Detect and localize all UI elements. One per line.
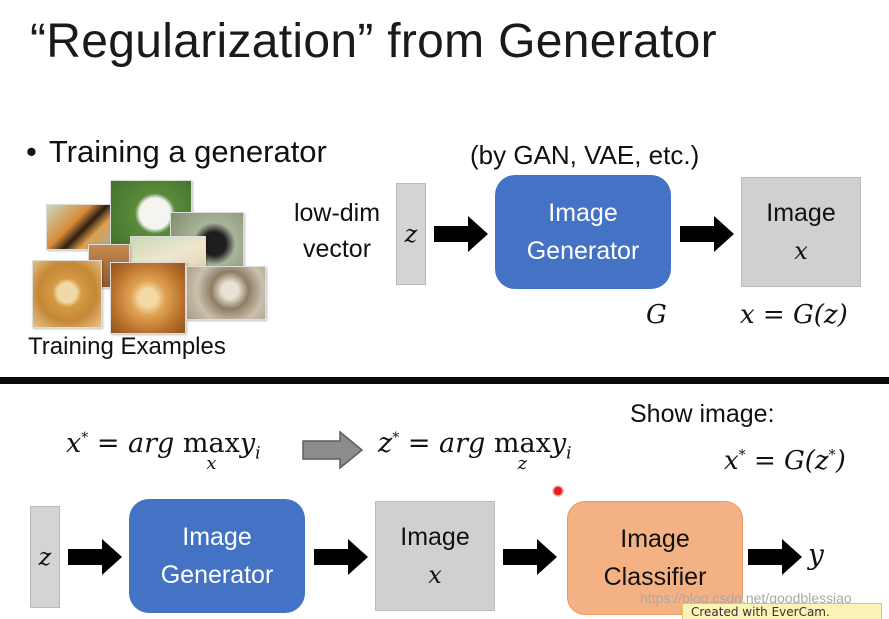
arrow-right-icon xyxy=(680,216,734,252)
arrow-right-icon xyxy=(314,539,368,575)
z-variable: z xyxy=(38,543,52,571)
low-dim-vector-label: low-dim vector xyxy=(282,195,392,267)
show-eq-star: * xyxy=(738,447,746,464)
eq-right-sub: z xyxy=(517,453,528,474)
image-classifier: Image Classifier xyxy=(567,501,743,615)
bullet-dot: • xyxy=(26,134,37,169)
eq-left-max-group: max x xyxy=(183,428,240,474)
show-eq-close: ) xyxy=(835,446,846,476)
latent-vector-z-top: z xyxy=(396,183,426,285)
generator-label-line2: Generator xyxy=(160,561,274,589)
image-variable-x: x xyxy=(428,561,442,589)
latent-vector-z-bottom: z xyxy=(30,506,60,608)
output-variable-y: y xyxy=(808,538,824,571)
image-label: Image xyxy=(766,199,836,227)
argmax-x-equation: x* = arg max x yi xyxy=(66,428,261,474)
arrow-right-icon xyxy=(503,539,557,575)
slide-title: “Regularization” from Generator xyxy=(30,15,717,68)
eq-left-sub: x xyxy=(206,453,217,474)
cat-photo xyxy=(110,262,186,334)
eq-right-max-group: max z xyxy=(494,428,551,474)
arrow-right-icon xyxy=(434,216,488,252)
image-generator-top: Image Generator xyxy=(495,175,671,289)
section-divider xyxy=(0,377,889,384)
wolf-photo xyxy=(186,266,266,320)
eq-right-i: i xyxy=(566,443,572,464)
z-variable: z xyxy=(404,220,418,248)
shiba-photo xyxy=(32,260,102,328)
training-examples-collage xyxy=(30,178,270,336)
generated-image-top: Image x xyxy=(741,177,861,287)
show-image-label: Show image: xyxy=(630,400,775,428)
eq-left-star: * xyxy=(81,430,89,446)
image-label: Image xyxy=(400,523,470,551)
low-dim-line1: low-dim xyxy=(293,199,381,227)
eq-right-star: * xyxy=(392,430,400,446)
eq-left-y: y xyxy=(239,428,256,459)
tiger-photo xyxy=(46,204,114,250)
gray-arrow-icon xyxy=(302,430,364,470)
image-variable-x: x xyxy=(794,237,808,265)
low-dim-line2: vector xyxy=(302,235,372,263)
eq-right-y: y xyxy=(550,428,567,459)
classifier-label-line1: Image xyxy=(620,525,690,553)
generator-equation: x = G(z) xyxy=(740,300,848,330)
url-watermark: https://blog.csdn.net/goodblessjao xyxy=(640,590,852,606)
eq-right-lhs: z xyxy=(378,428,393,459)
arrow-right-icon xyxy=(748,539,802,575)
eq-left-i: i xyxy=(255,443,261,464)
generator-label-line1: Image xyxy=(182,523,252,551)
eq-left-max: max xyxy=(182,428,240,459)
evercam-watermark: Created with EverCam. xyxy=(682,603,882,619)
generated-image-bottom: Image x xyxy=(375,501,495,611)
generator-symbol-g: G xyxy=(646,300,667,330)
image-generator-bottom: Image Generator xyxy=(129,499,305,613)
cursor-dot xyxy=(552,485,564,497)
show-eq-rhs: = G(z xyxy=(753,446,829,476)
eq-right-max: max xyxy=(493,428,551,459)
generator-label-line1: Image xyxy=(548,199,618,227)
eq-right-rhs: = arg xyxy=(407,428,486,459)
show-image-equation: x* = G(z*) xyxy=(724,446,846,476)
training-examples-label: Training Examples xyxy=(28,333,226,360)
bullet-text: Training a generator xyxy=(48,134,327,169)
arrow-right-icon xyxy=(68,539,122,575)
method-note: (by GAN, VAE, etc.) xyxy=(470,140,700,170)
generator-label-line2: Generator xyxy=(526,237,640,265)
argmax-z-equation: z* = arg max z yi xyxy=(378,428,572,474)
show-eq-lhs: x xyxy=(724,446,739,476)
show-eq-star2: * xyxy=(828,447,836,464)
bullet-training-generator: • Training a generator xyxy=(26,134,327,170)
classifier-label-line2: Classifier xyxy=(603,563,707,591)
eq-left-rhs: = arg xyxy=(96,428,175,459)
eq-left-lhs: x xyxy=(66,428,82,459)
